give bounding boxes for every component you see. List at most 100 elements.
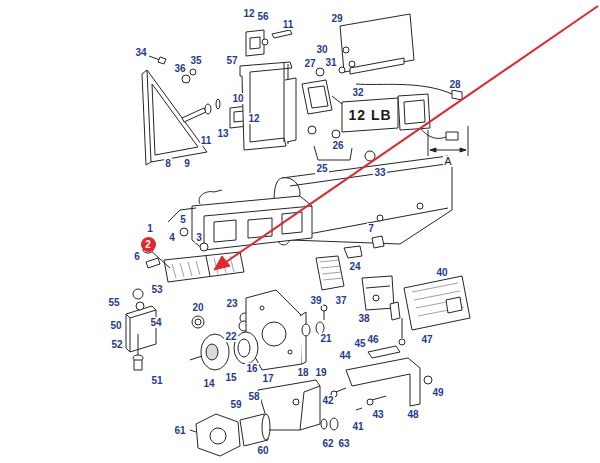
callout-number: 14	[202, 378, 215, 389]
callout-number: 10	[231, 93, 244, 104]
plate-lamp	[420, 128, 448, 138]
callout-number: 48	[406, 409, 419, 420]
lamp-unit	[214, 220, 236, 242]
callout-number: 4	[168, 232, 176, 243]
callout-number: 49	[431, 387, 444, 398]
mounting-bracket	[284, 62, 285, 142]
callout-number: 46	[366, 334, 379, 345]
socket	[234, 332, 258, 364]
callout-number: 11	[282, 19, 295, 30]
lower-bracket	[321, 419, 327, 429]
lower-bracket	[293, 399, 299, 405]
callout-number: 28	[448, 79, 461, 90]
trailer-socket	[190, 430, 196, 432]
lamp-unit	[200, 243, 208, 251]
support-bracket	[356, 408, 362, 410]
side-bracket	[134, 360, 142, 370]
clip	[344, 246, 362, 258]
bolt	[182, 108, 206, 122]
number-plate	[349, 61, 355, 67]
mounting-bracket	[285, 78, 296, 142]
callout-number: 27	[303, 58, 316, 69]
callout-number: 35	[189, 55, 202, 66]
side-bracket	[138, 334, 139, 356]
trailer-socket	[262, 414, 270, 440]
rear-reflector	[412, 283, 464, 316]
clamp-plate	[246, 30, 264, 56]
screw	[158, 57, 166, 64]
support-bracket	[402, 318, 403, 338]
callout-number: 25	[315, 163, 328, 174]
mounting-bracket	[240, 62, 296, 150]
callout-number: 45	[353, 338, 366, 349]
callout-number: 11	[200, 135, 213, 146]
callout-number: 29	[330, 13, 343, 24]
lamp-lens	[206, 256, 210, 276]
callout-number: 59	[229, 399, 242, 410]
callout-number: 23	[225, 298, 238, 309]
callout-number: 43	[371, 409, 384, 420]
screw	[182, 75, 190, 83]
callout-number: 52	[110, 339, 123, 350]
callout-number: 7	[367, 223, 375, 234]
clamp-plate	[250, 37, 260, 49]
bolt	[182, 99, 220, 122]
callout-number: 32	[351, 87, 364, 98]
triangle-reflector	[142, 70, 207, 165]
reflector-bracket	[373, 295, 379, 301]
callout-number: 41	[351, 421, 364, 432]
callout-number: 62	[321, 438, 334, 449]
lamp-housing	[298, 208, 448, 236]
nut	[195, 319, 201, 325]
plate-lamp	[302, 67, 462, 161]
callout-number: 16	[245, 363, 258, 374]
socket-bracket	[300, 312, 306, 364]
socket	[238, 339, 250, 357]
trailer-socket	[190, 414, 270, 456]
triangle-reflector	[152, 84, 198, 155]
callout-number: 50	[109, 320, 122, 331]
support-bracket	[368, 346, 400, 358]
callout-number: 12	[242, 8, 255, 19]
dimension-line	[468, 126, 469, 156]
lamp-unit	[192, 196, 312, 250]
callout-number: 22	[224, 331, 237, 342]
socket-bracket	[260, 306, 264, 310]
side-bracket	[150, 250, 170, 268]
plate-lamp	[339, 67, 345, 73]
trailer-socket	[196, 414, 240, 456]
number-plate	[340, 14, 414, 74]
support-bracket	[367, 399, 373, 405]
socket-bracket	[288, 350, 292, 354]
pointer-arrow	[214, 6, 598, 270]
lamp-unit	[282, 212, 302, 234]
bolt	[216, 99, 220, 109]
number-plate	[343, 47, 349, 53]
plate-lamp	[302, 80, 332, 114]
dimension-line	[428, 126, 468, 156]
reflector-bracket	[366, 286, 390, 288]
callout-number: 58	[247, 391, 260, 402]
clip	[372, 236, 384, 248]
lower-bracket	[300, 386, 320, 430]
callout-number: 51	[150, 375, 163, 386]
plate-text: 12 LB	[347, 108, 392, 123]
lamp-unit	[180, 228, 188, 236]
clamp-plate	[262, 39, 268, 45]
lamp-unit	[248, 218, 272, 238]
lamp-lens	[172, 256, 234, 278]
callout-number: 20	[191, 302, 204, 313]
callout-number: 47	[420, 334, 433, 345]
lamp-housing	[417, 203, 423, 209]
callout-number: 2	[145, 239, 151, 250]
side-bracket	[126, 306, 156, 352]
callout-number: 54	[149, 317, 162, 328]
triangle-reflector	[142, 70, 151, 165]
plate-lamp	[308, 86, 328, 108]
dimension-line	[428, 130, 429, 156]
callout-number: 40	[435, 267, 448, 278]
callout-number: 53	[150, 284, 163, 295]
callout-number: 60	[256, 445, 269, 456]
screw	[190, 69, 196, 75]
